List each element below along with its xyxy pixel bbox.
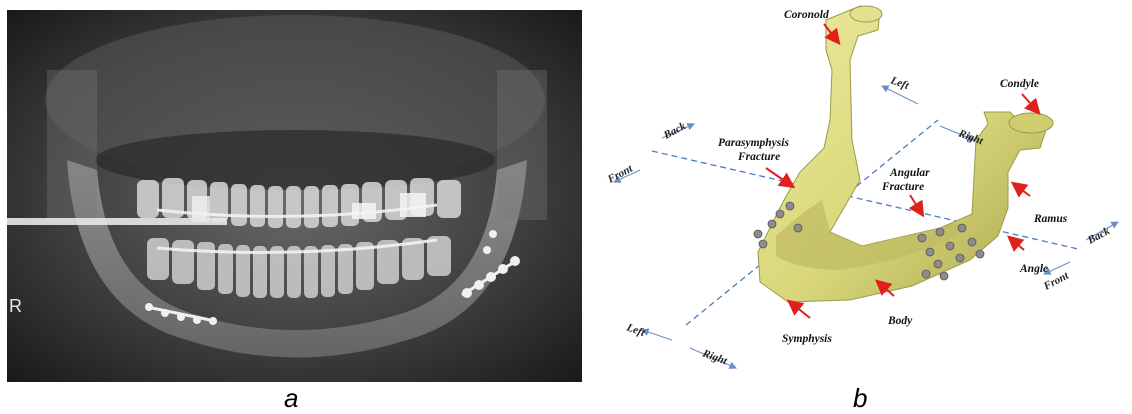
dir-left-back: Back bbox=[661, 120, 688, 142]
dir-top-left: Left bbox=[888, 74, 911, 92]
dir-bottom-right: Right bbox=[700, 347, 729, 368]
label-angular-2: Fracture bbox=[881, 181, 924, 193]
label-parasymphysis-2: Fracture bbox=[737, 151, 780, 163]
label-parasymphysis-1: Parasymphysis bbox=[718, 137, 789, 149]
label-ramus: Ramus bbox=[1033, 213, 1068, 225]
label-symphysis: Symphysis bbox=[782, 333, 832, 345]
condyle-arrow bbox=[1022, 94, 1038, 112]
label-condyle: Condyle bbox=[1000, 78, 1039, 90]
symphysis-arrow bbox=[790, 302, 810, 318]
mandible-3d-model bbox=[758, 6, 1053, 302]
angle-arrow bbox=[1010, 238, 1024, 250]
panel-label-b: b bbox=[853, 383, 867, 414]
xray-side-marker: R bbox=[9, 296, 22, 316]
mandible-fracture-diagram: Coronold Condyle Parasymphysis Fracture … bbox=[600, 0, 1132, 385]
panoramic-xray-image: R bbox=[7, 10, 582, 382]
ramus-arrow bbox=[1014, 184, 1030, 196]
panel-label-a: a bbox=[284, 383, 298, 414]
dir-right-back: Back bbox=[1085, 225, 1112, 247]
parasymphysis-arrow bbox=[766, 168, 792, 186]
dir-top-right: Right bbox=[956, 127, 985, 148]
dir-bottom-left: Left bbox=[624, 321, 647, 339]
label-coronoid: Coronold bbox=[784, 9, 829, 21]
bottom-left-arrow bbox=[642, 330, 672, 340]
label-angular-1: Angular bbox=[889, 167, 930, 179]
label-body: Body bbox=[887, 315, 913, 327]
label-angle: Angle bbox=[1019, 263, 1048, 275]
dir-left-front: Front bbox=[605, 162, 636, 186]
